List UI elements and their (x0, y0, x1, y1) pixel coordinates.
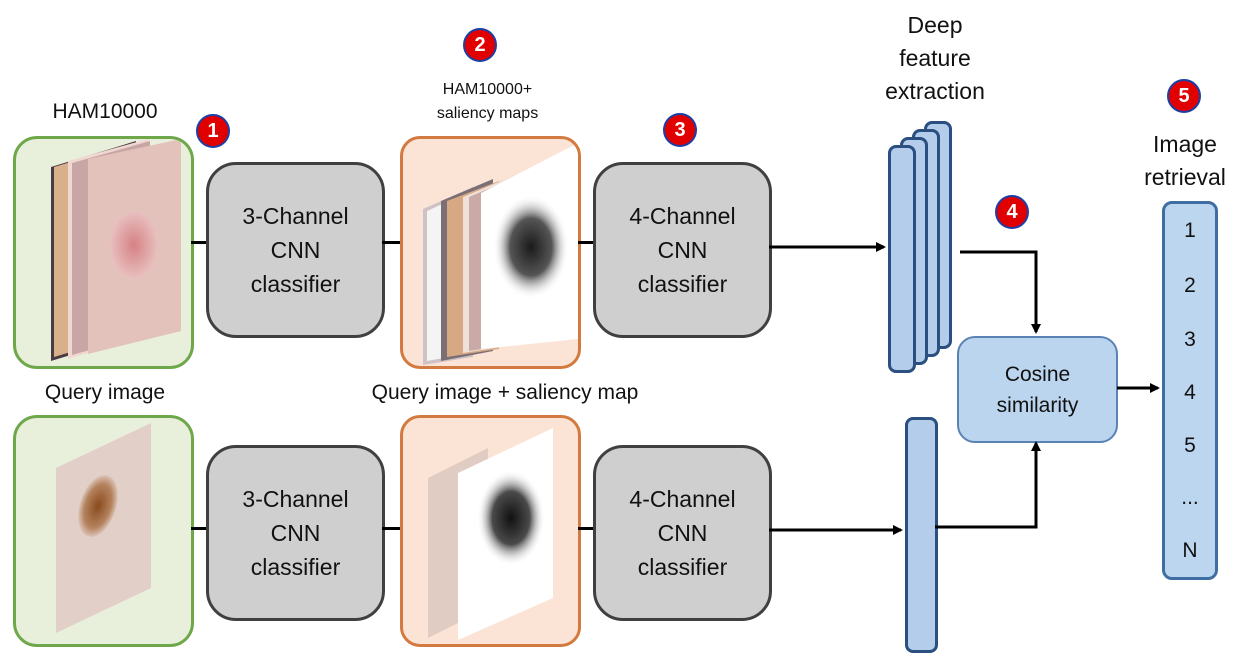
retrieval-item: 3 (1184, 328, 1196, 351)
label-image-line1: Image (1153, 131, 1217, 157)
label-image-retrieval: Image retrieval (1125, 128, 1245, 194)
cosine-line2: similarity (996, 393, 1079, 417)
query-skin-image-graphic (56, 423, 151, 633)
arrow-query-to-cosine (935, 441, 1041, 529)
label-deep-line2: feature (899, 45, 971, 71)
step-badge-4: 4 (995, 195, 1029, 229)
cnn4-bottom-line2: CNN (657, 520, 708, 546)
label-image-line2: retrieval (1144, 164, 1226, 190)
retrieval-item: 1 (1184, 219, 1196, 242)
query-image-box (13, 415, 194, 647)
label-ham10000-saliency-line1: HAM10000+ (442, 81, 533, 98)
cnn4-bottom-line3: classifier (637, 554, 728, 580)
cnn3-bottom-line1: 3-Channel (242, 486, 349, 512)
cnn4-top-line2: CNN (657, 237, 708, 263)
feature-vector-bar (888, 145, 916, 373)
retrieval-item: 5 (1184, 434, 1196, 457)
step-badge-3: 3 (663, 113, 697, 147)
label-deep-line1: Deep (907, 12, 963, 38)
cnn4-classifier-bottom: 4-Channel CNN classifier (593, 445, 772, 621)
cnn4-top-line3: classifier (637, 271, 728, 297)
cnn4-classifier-top: 4-Channel CNN classifier (593, 162, 772, 338)
label-ham10000-saliency: HAM10000+ saliency maps (405, 78, 570, 126)
cosine-line1: Cosine (1004, 362, 1071, 386)
step-badge-1: 1 (196, 114, 230, 148)
retrieval-item: N (1182, 539, 1198, 562)
cnn3-bottom-line2: CNN (270, 520, 321, 546)
cnn3-top-line1: 3-Channel (242, 203, 349, 229)
connector-line (382, 527, 400, 530)
cosine-similarity-box: Cosine similarity (957, 336, 1118, 443)
label-ham10000: HAM10000 (52, 100, 158, 123)
cnn4-top-line1: 4-Channel (629, 203, 736, 229)
query-feature-vector-bar (905, 417, 938, 653)
saliency-stack-graphic (423, 143, 578, 365)
label-deep-feature-extraction: Deep feature extraction (860, 9, 1010, 108)
connector-line (578, 241, 593, 244)
step-badge-5: 5 (1167, 79, 1201, 113)
label-query-saliency: Query image + saliency map (371, 381, 639, 404)
retrieval-item: 2 (1184, 274, 1196, 297)
query-saliency-graphic (428, 428, 553, 640)
skin-image-stack-graphic (51, 139, 181, 361)
cnn3-top-line2: CNN (270, 237, 321, 263)
step-badge-2: 2 (463, 28, 497, 62)
cnn3-top-line3: classifier (250, 271, 341, 297)
connector-line (578, 527, 593, 530)
label-deep-line3: extraction (885, 78, 985, 104)
retrieval-item: 4 (1184, 381, 1196, 404)
cnn3-classifier-top: 3-Channel CNN classifier (206, 162, 385, 338)
retrieval-list: 1 2 3 4 5 ... N (1162, 201, 1218, 580)
cnn3-bottom-line3: classifier (250, 554, 341, 580)
retrieval-item: ... (1181, 486, 1199, 509)
cnn4-bottom-line1: 4-Channel (629, 486, 736, 512)
connector-line (191, 527, 206, 530)
label-ham10000-saliency-line2: saliency maps (436, 105, 539, 122)
connector-line (191, 241, 206, 244)
connector-line (382, 241, 400, 244)
arrow-features-to-cosine (960, 250, 1041, 334)
ham10000-saliency-stack (400, 136, 581, 369)
cnn3-classifier-bottom: 3-Channel CNN classifier (206, 445, 385, 621)
label-query-image: Query image (44, 381, 166, 404)
ham10000-image-stack (13, 136, 194, 369)
query-saliency-box (400, 415, 581, 647)
